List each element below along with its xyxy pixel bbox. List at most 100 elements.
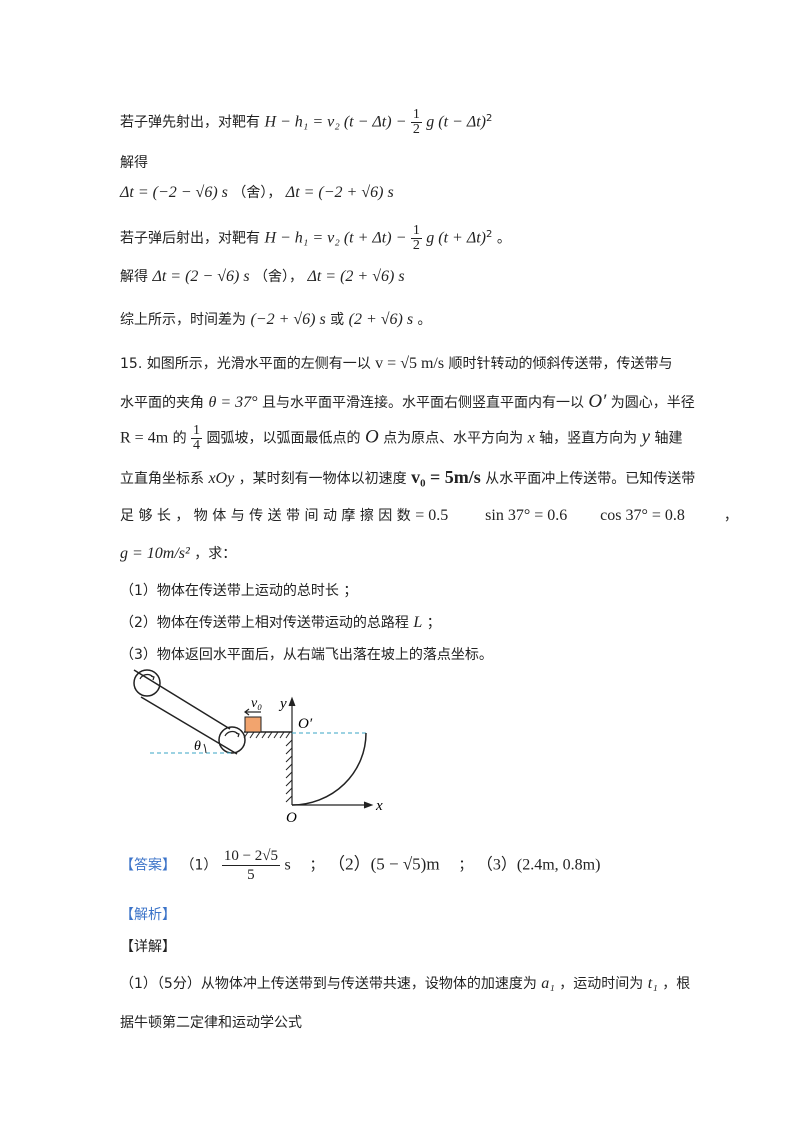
surface-hatching [243, 731, 291, 739]
angle-value: θ = 37° [208, 394, 258, 411]
answer-1-unit: s [284, 856, 291, 874]
text: 15. 如图所示，光滑水平面的左侧有一以 [120, 356, 371, 372]
answer-tag: 【答案】 [120, 857, 176, 874]
cos-value: cos 37° = 0.8 [600, 507, 685, 524]
conveyor-belt [133, 669, 246, 755]
circular-slope [291, 732, 367, 806]
origin-label: O [364, 426, 379, 448]
or: 或 [330, 312, 345, 328]
reject-note: （舍）， [232, 185, 282, 201]
origin-label: O [286, 810, 297, 826]
text: 轴，竖直方向为 [539, 430, 638, 447]
solve-label-2: 解得 [120, 269, 148, 285]
text: 水平面的夹角 [120, 395, 204, 411]
dt-rejected-2: Δt = (2 − √6) s [152, 268, 250, 285]
text: 顺时针转动的倾斜传送带，传送带与 [448, 356, 673, 372]
reject-note: （舍）， [254, 269, 303, 285]
gravity-value: g = 10m/s² [120, 545, 190, 562]
text: 轴建 [654, 430, 683, 447]
friction-coefficient: = 0.5 [415, 507, 449, 524]
text: ； [426, 615, 441, 631]
detail-line-1: （1）（5分）从物体冲上传送带到与传送带共速，设物体的加速度为 a₁ ，运动时间… [120, 973, 690, 993]
question-3: （3）物体返回水平面后，从右端飞出落在坡上的落点坐标。 [120, 647, 493, 663]
problem-line-4: 立直角坐标系 xOy ，某时刻有一物体以初速度 v₀ = 5m/s 从水平面冲上… [120, 467, 695, 488]
summary-line: 综上所示，时间差为 (−2 + √6) s 或 (2 + √6) s 。 [120, 309, 432, 329]
summary-a: (−2 + √6) s [250, 311, 326, 328]
text: ，运动时间为 [559, 976, 644, 992]
v0-label: v₀ [251, 696, 262, 711]
text: 若子弹后射出，对靶有 [120, 230, 260, 247]
comma: ， [723, 508, 738, 524]
question-1: （1）物体在传送带上运动的总时长 ； [120, 583, 358, 599]
answer-1-index: （1） [180, 857, 218, 874]
text: 且与水平面平滑连接。水平面右侧竖直平面内有一以 [261, 395, 584, 411]
answer-1-fraction: 10 − 2√5 5 [221, 847, 281, 884]
x-label: x [375, 798, 383, 814]
o-prime-label: O′ [298, 716, 313, 732]
formula-tail: g (t + Δt) [426, 229, 486, 247]
formula: H − h₁ = v₂ (t − Δt) − [264, 113, 407, 131]
formula: H − h₁ = v₂ (t + Δt) − [264, 229, 407, 247]
center-label: O′ [588, 391, 607, 412]
problem-line-1: 15. 如图所示，光滑水平面的左侧有一以 v = √5 m/s 顺时针转动的倾斜… [120, 353, 673, 373]
delta-t-line-1: Δt = (−2 − √6) s （舍）， Δt = (−2 + √6) s [120, 182, 394, 202]
physics-diagram: θ v₀ y O′ x O [133, 669, 383, 826]
answer-1-numerator: 10 − 2√5 [221, 848, 281, 866]
period: 。 [496, 230, 511, 247]
answer-3: （3）(2.4m, 0.8m) [476, 856, 601, 874]
wall-hatching [285, 739, 293, 803]
text: 立直角坐标系 [120, 471, 204, 487]
text: 足 够 长 ， 物 体 与 传 送 带 间 动 摩 擦 因 数 [120, 508, 411, 524]
answer-1-denominator: 5 [247, 867, 255, 883]
time-symbol: t₁ [647, 975, 658, 992]
upper-pulley [133, 669, 161, 697]
sin-value: sin 37° = 0.6 [485, 507, 568, 524]
separator: ； [458, 857, 473, 874]
text: 若子弹先射出，对靶有 [120, 114, 260, 131]
delta-t-line-2: 解得 Δt = (2 − √6) s （舍）， Δt = (2 + √6) s [120, 266, 405, 286]
initial-speed: v₀ = 5m/s [411, 467, 481, 487]
dt-accepted-1: Δt = (−2 + √6) s [285, 184, 394, 201]
text: （2）物体在传送带上相对传送带运动的总路程 [120, 615, 409, 631]
text: 的 [172, 430, 187, 447]
separator: ； [309, 857, 324, 874]
text: ，求： [194, 546, 237, 562]
question-2: （2）物体在传送带上相对传送带运动的总路程 L ； [120, 612, 441, 632]
period: 。 [417, 312, 432, 328]
text: 点为原点、水平方向为 [383, 430, 524, 447]
text: （1）（5分）从物体冲上传送带到与传送带共速，设物体的加速度为 [120, 976, 537, 992]
answer-2: （2）(5 − √5)m [328, 854, 440, 874]
answer-line: 【答案】 （1） 10 − 2√5 5 s ； （2）(5 − √5)m ； （… [120, 847, 600, 884]
solve-label-1: 解得 [120, 155, 148, 171]
acceleration-symbol: a₁ [541, 975, 555, 992]
y-axis-label: y [641, 426, 651, 448]
x-axis-label: x [527, 429, 535, 447]
y-label: y [278, 696, 287, 712]
formula-tail: g (t − Δt) [426, 113, 486, 131]
problem-line-2: 水平面的夹角 θ = 37° 且与水平面平滑连接。水平面右侧竖直平面内有一以 O… [120, 391, 695, 413]
text: ，某时刻有一物体以初速度 [238, 471, 407, 487]
coordinate-system: xOy [208, 470, 235, 487]
detail-line-2: 据牛顿第二定律和运动学公式 [120, 1015, 302, 1031]
path-label: L [413, 614, 423, 631]
theta-label: θ [194, 739, 201, 754]
text: ，根 [662, 976, 691, 992]
text: 为圆心，半径 [610, 395, 695, 411]
text: 从水平面冲上传送带。已知传送带 [485, 471, 696, 487]
dt-accepted-2: Δt = (2 + √6) s [307, 268, 405, 285]
dt-rejected-1: Δt = (−2 − √6) s [120, 184, 228, 201]
text: 圆弧坡，以弧面最低点的 [206, 430, 361, 447]
belt-speed: v = √5 m/s [375, 355, 445, 372]
problem-line-5: 足 够 长 ， 物 体 与 传 送 带 间 动 摩 擦 因 数 = 0.5 si… [120, 505, 738, 525]
lower-pulley [218, 726, 246, 754]
text: 综上所示，时间差为 [120, 312, 246, 328]
radius-value: R = 4m [120, 429, 169, 447]
block [244, 716, 262, 733]
problem-line-6: g = 10m/s² ，求： [120, 543, 236, 563]
